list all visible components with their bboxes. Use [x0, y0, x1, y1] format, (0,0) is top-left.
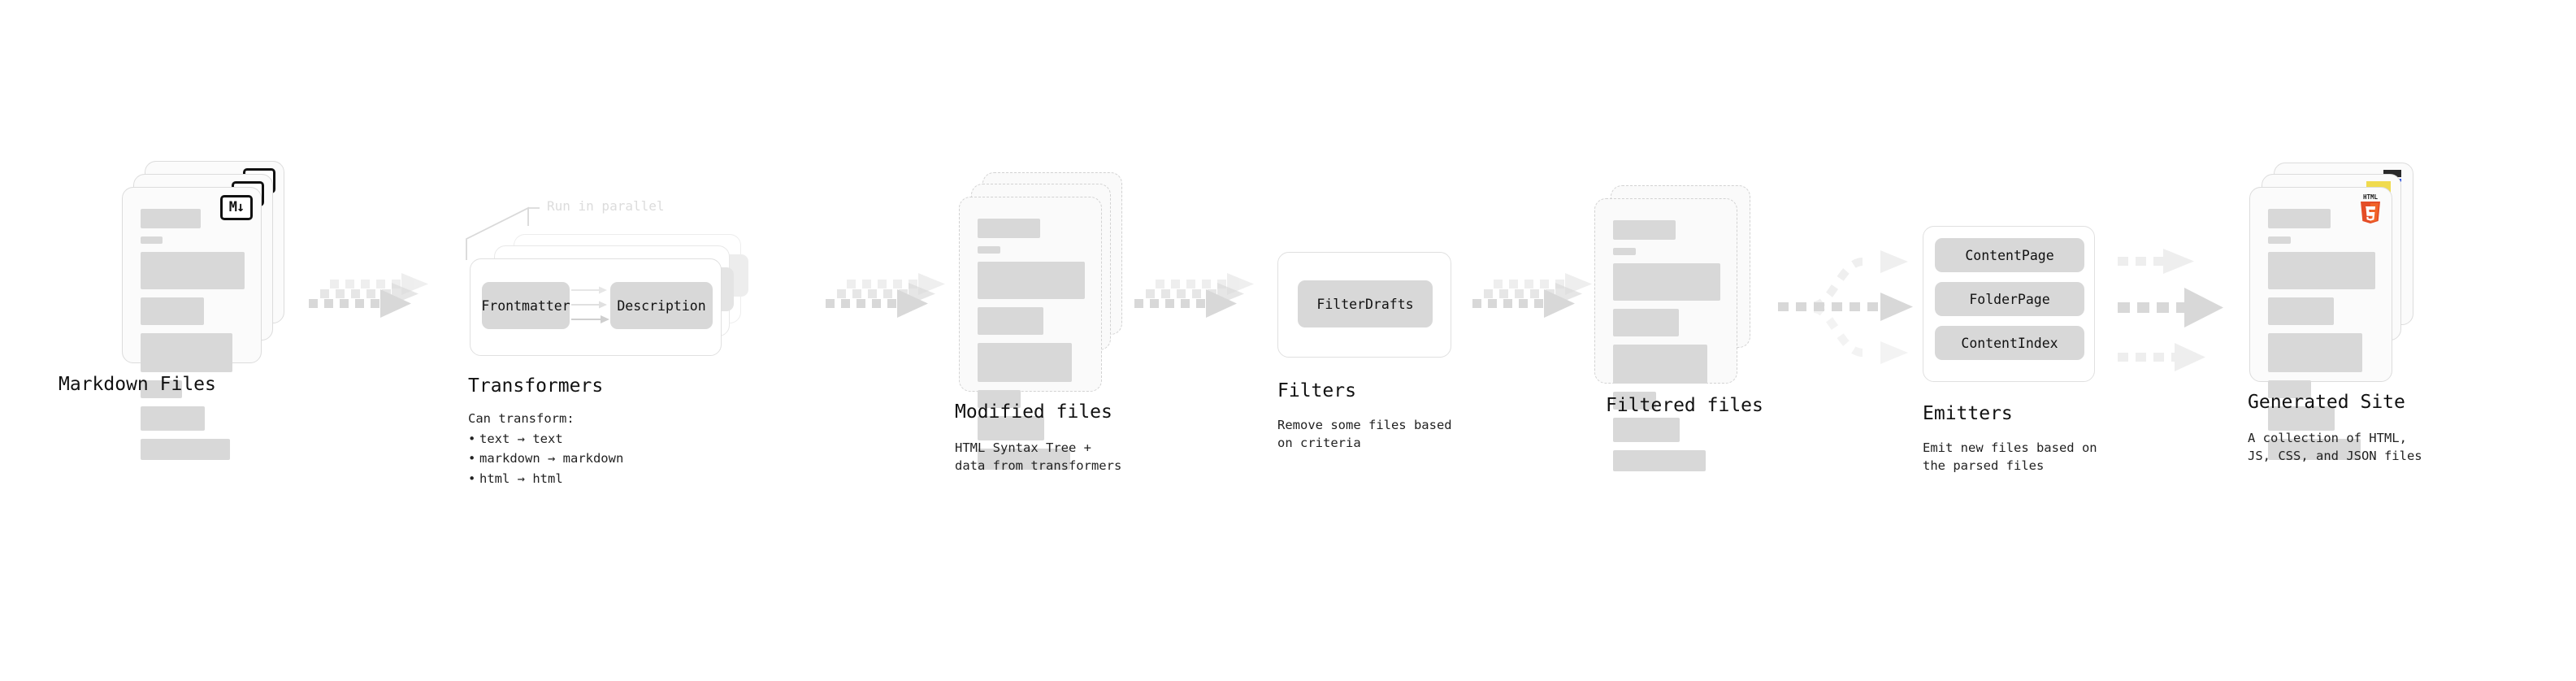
content-bar [978, 262, 1085, 299]
list-item: text → text [468, 429, 712, 449]
content-bar [978, 416, 1044, 440]
content-bar [978, 219, 1040, 238]
stage-title: Transformers [468, 375, 604, 397]
stage-generated-site: HTML Generated Site A collection of HTML… [2248, 163, 2424, 463]
plugin-pill-folderpage[interactable]: FolderPage [1935, 282, 2084, 316]
stage-markdown-files: M↓ M↓ M↓ Markdown Files [59, 161, 293, 460]
content-bar [141, 380, 183, 398]
content-bar [1613, 248, 1636, 255]
content-bar [141, 439, 231, 460]
content-bar [141, 236, 163, 244]
modified-card-stack [959, 172, 1134, 470]
content-bar [978, 343, 1073, 382]
content-bar [2268, 209, 2331, 228]
content-bar [2268, 406, 2335, 431]
arrow-transformers-to-modified [826, 273, 945, 318]
content-bar [1613, 450, 1706, 471]
content-bar [141, 297, 205, 325]
content-bar [141, 333, 232, 372]
arrow-modified-to-filters [1134, 273, 1254, 318]
transformers-description: Can transform: text → text markdown → ma… [468, 410, 712, 488]
svg-text:HTML: HTML [2363, 193, 2379, 201]
content-bar [2268, 380, 2311, 398]
content-bar [978, 449, 1070, 470]
content-bar [2268, 439, 2361, 460]
content-bar [2268, 297, 2334, 325]
content-bar [1613, 345, 1708, 384]
modified-content-bars [978, 219, 1085, 478]
stage-title: Emitters [1923, 403, 2013, 424]
modified-card-front [959, 197, 1102, 470]
transformers-lead: Can transform: [468, 411, 575, 426]
plugin-pill-filterdrafts[interactable]: FilterDrafts [1298, 280, 1433, 327]
stage-subtitle: Emit new files based on the parsed files [1923, 440, 2097, 474]
stage-filtered-files: Filtered files [1594, 185, 1769, 471]
markdown-badge-icon: M↓ [220, 195, 253, 220]
plugin-pill-contentpage[interactable]: ContentPage [1935, 238, 2084, 272]
content-bar [141, 406, 206, 431]
plugin-pill-contentindex[interactable]: ContentIndex [1935, 326, 2084, 360]
stage-title: Filters [1277, 380, 1356, 401]
site-card-front: HTML [2249, 187, 2392, 460]
list-item: html → html [468, 469, 712, 488]
markdown-content-bars [141, 209, 245, 468]
site-content-bars [2268, 209, 2375, 468]
transformers-box-front: Frontmatter Description [470, 258, 722, 356]
content-bar [1613, 263, 1720, 301]
filters-box: FilterDrafts [1277, 252, 1451, 358]
html5-icon: HTML [2361, 193, 2380, 223]
content-bar [978, 307, 1043, 335]
markdown-card-front: M↓ [122, 187, 262, 460]
content-bar [1613, 392, 1656, 410]
arrow-markdown-to-transformers [309, 273, 428, 318]
content-bar [978, 246, 1000, 254]
stage-subtitle: A collection of HTML, JS, CSS, and JSON … [2248, 431, 2422, 464]
filtered-card-front [1594, 198, 1737, 471]
content-bar [141, 209, 202, 228]
markdown-card-stack: M↓ M↓ M↓ [122, 161, 293, 460]
content-bar [978, 390, 1021, 408]
content-bar [2268, 252, 2375, 289]
arrow-filtered-to-emitters-fanout [1778, 250, 1913, 364]
content-bar [2268, 333, 2363, 372]
stage-subtitle: HTML Syntax Tree + data from transformer… [955, 440, 1122, 474]
stage-title: Modified files [955, 401, 1112, 423]
stage-title: Filtered files [1606, 395, 1763, 416]
stage-subtitle: Remove some files based on criteria [1277, 418, 1452, 451]
run-in-parallel-label: Run in parallel [547, 198, 665, 214]
arrow-emitters-to-site [2118, 249, 2223, 371]
content-bar [1613, 220, 1676, 240]
run-in-parallel-bracket [466, 206, 540, 260]
emitters-box: ContentPage FolderPage ContentIndex [1923, 226, 2095, 382]
content-bar [1613, 309, 1679, 336]
content-bar [2268, 236, 2291, 244]
filtered-card-stack [1594, 185, 1769, 471]
content-bar [141, 252, 245, 289]
content-bar [1613, 418, 1680, 442]
stage-modified-files: Modified files HTML Syntax Tree + data f… [955, 172, 1134, 473]
transformers-bullets: text → text markdown → markdown html → h… [468, 429, 712, 488]
site-card-stack: HTML [2249, 163, 2424, 460]
transformer-internal-arrows [571, 286, 609, 323]
filtered-content-bars [1613, 220, 1720, 479]
stage-title: Markdown Files [59, 374, 216, 395]
plugin-pill-description[interactable]: Description [610, 282, 713, 329]
list-item: markdown → markdown [468, 449, 712, 468]
arrow-filters-to-filtered [1472, 273, 1592, 318]
plugin-pill-frontmatter[interactable]: Frontmatter [481, 282, 570, 329]
stage-title: Generated Site [2248, 392, 2405, 413]
